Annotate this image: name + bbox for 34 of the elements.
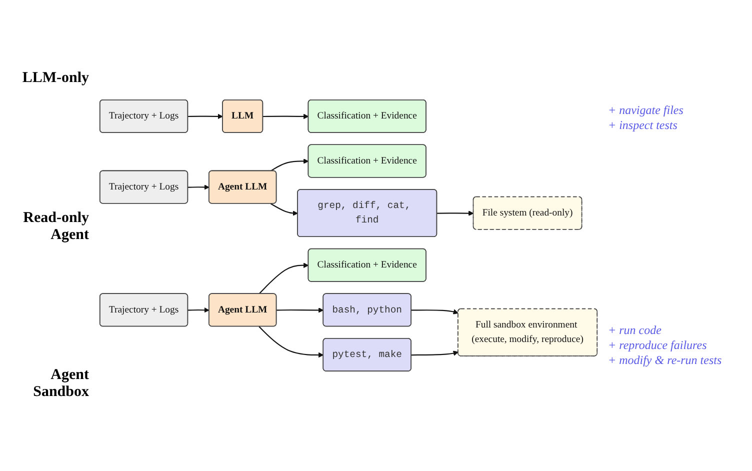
capability-note: + modify & re-run tests: [608, 353, 723, 368]
arrow: [270, 203, 298, 216]
process-box: pytest, make: [322, 338, 412, 372]
arrow: [258, 262, 309, 294]
process-box: Agent LLM: [208, 170, 277, 204]
row-heading: LLM-only: [21, 70, 89, 87]
process-box: LLM: [222, 100, 264, 133]
capability-note: + reproduce failures: [608, 338, 708, 353]
arrow: [188, 307, 210, 313]
arrow: [263, 114, 309, 120]
process-box: Agent LLM: [208, 293, 277, 327]
capability-note: + inspect tests: [608, 118, 678, 133]
row-heading: Agent Sandbox: [32, 367, 89, 402]
process-box: bash, python: [322, 293, 412, 327]
capability-note: + navigate files: [608, 103, 684, 118]
arrow: [411, 350, 458, 356]
process-box: Classification + Evidence: [308, 248, 426, 282]
process-box: Classification + Evidence: [308, 100, 426, 133]
arrow: [270, 158, 309, 172]
arrow: [188, 184, 210, 190]
arrow: [188, 114, 224, 120]
process-box: grep, diff, cat, find: [297, 189, 438, 238]
process-box: Full sandbox environment (execute, modify, reproduce): [458, 308, 598, 356]
process-box: File system (read-only): [472, 196, 582, 230]
arrow: [258, 326, 324, 358]
arrow: [437, 210, 474, 216]
arrow: [411, 309, 458, 314]
row-heading: Read-only Agent: [22, 210, 89, 244]
process-box: Classification + Evidence: [308, 144, 426, 178]
process-box: Trajectory + Logs: [99, 100, 188, 133]
process-box: Trajectory + Logs: [99, 170, 188, 204]
process-box: Trajectory + Logs: [99, 293, 188, 327]
capability-note: + run code: [608, 323, 662, 338]
arrow: [276, 308, 324, 313]
